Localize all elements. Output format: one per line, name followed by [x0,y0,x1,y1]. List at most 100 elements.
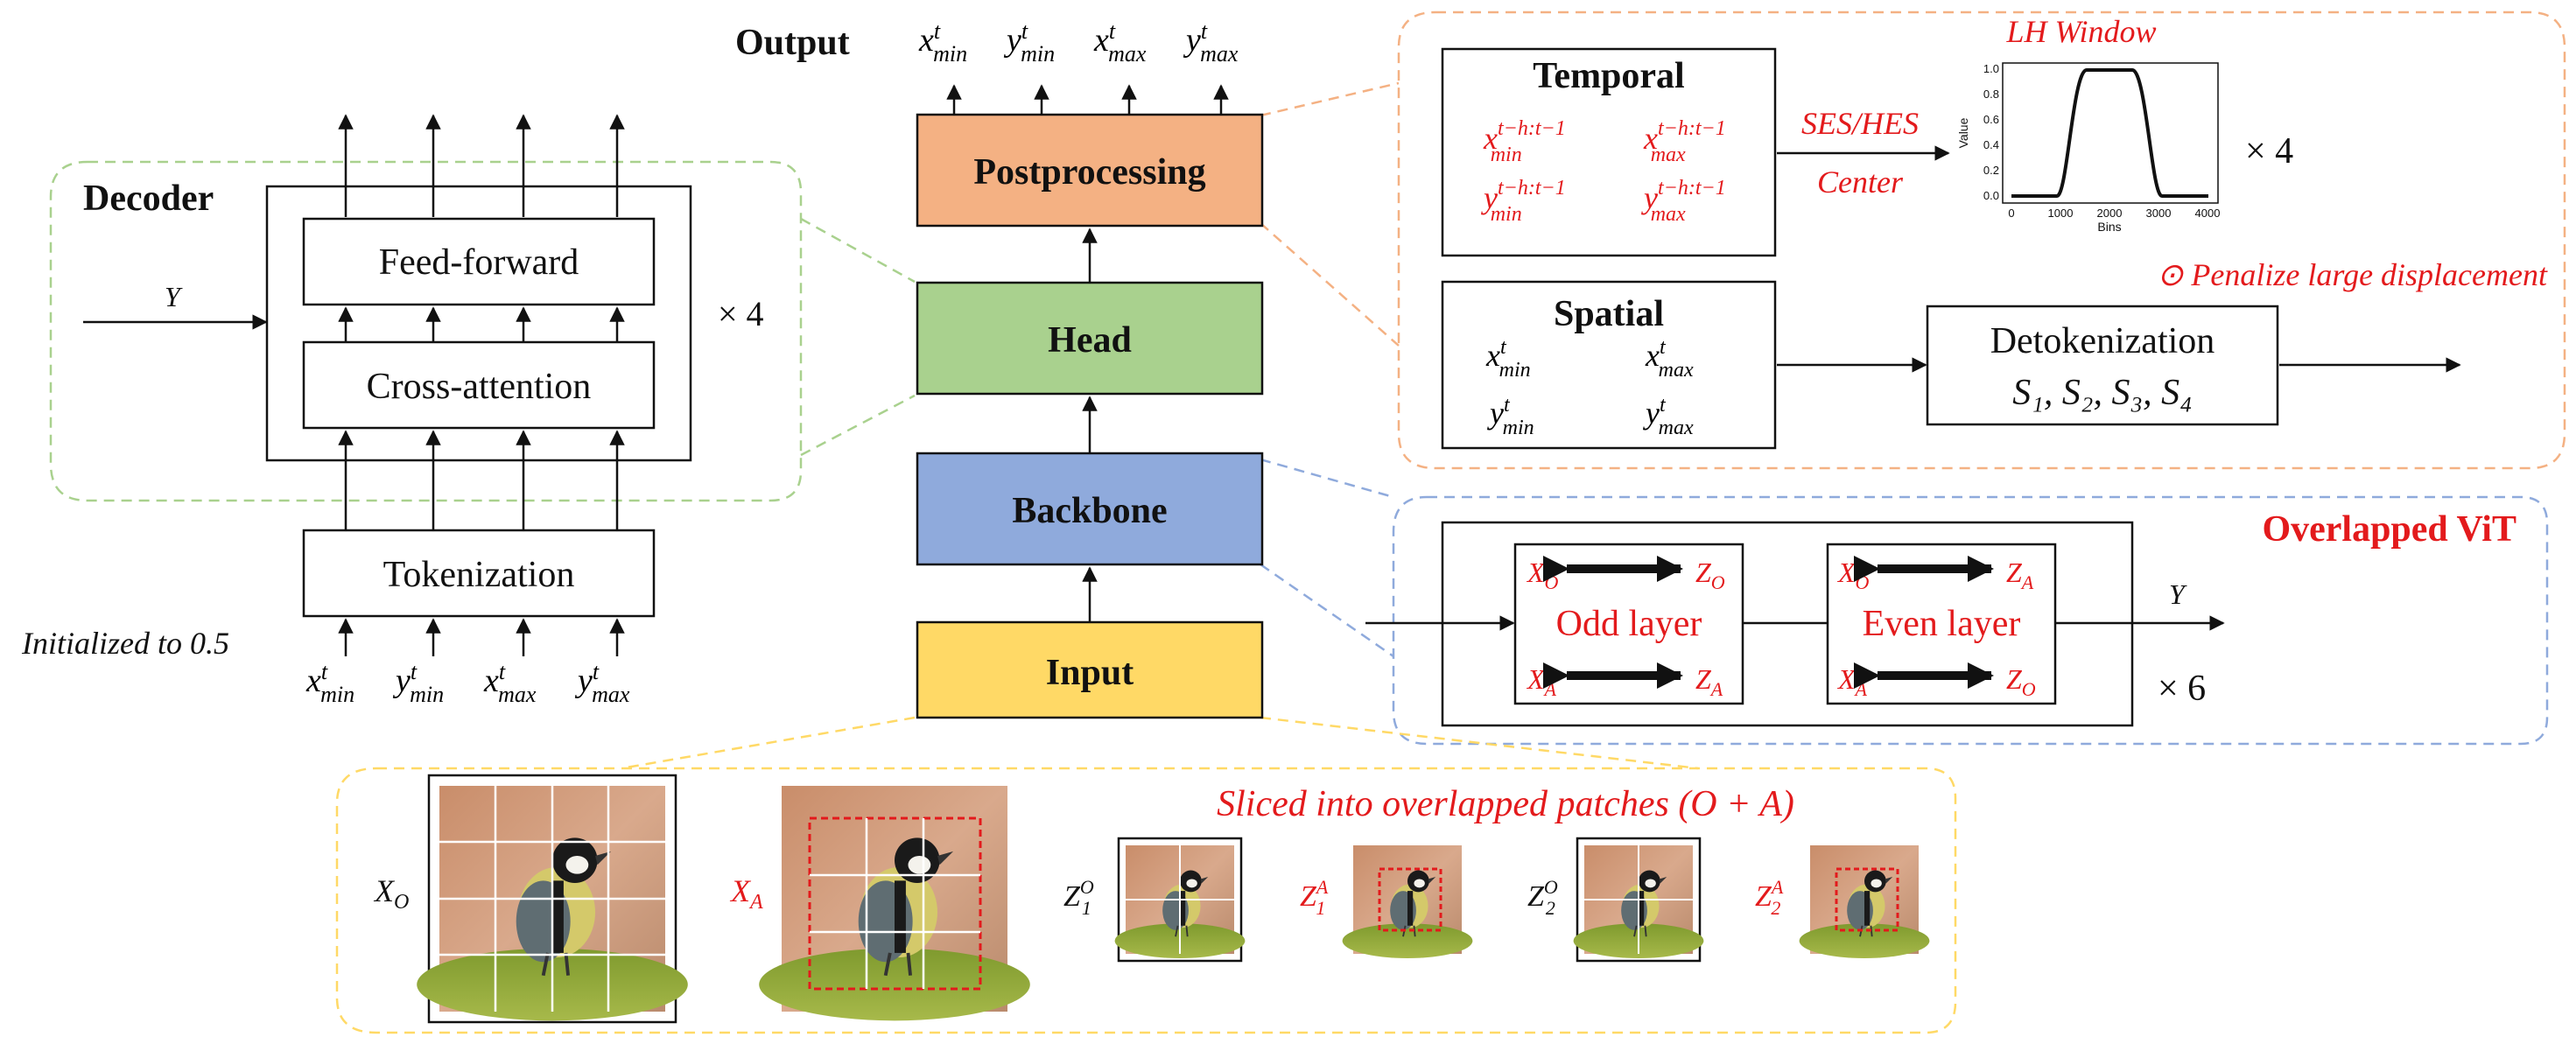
cross-attention-label: Cross-attention [367,367,592,407]
vit-connector-bottom [1260,563,1394,658]
init-note: Initialized to 0.5 [21,626,229,661]
patch-image-xo [415,774,690,1024]
temporal-title: Temporal [1533,56,1684,96]
postprocessing-block: Postprocessing [916,113,1264,228]
svg-text:0.2: 0.2 [1983,164,1999,177]
decoder-connector-bottom [800,394,916,457]
penalize-note: ⊙ Penalize large displacement [2157,257,2548,292]
ses-hes-label: SES/HES [1801,106,1919,141]
decoder-title: Decoder [83,179,214,219]
svg-text:ZA: ZA [2006,557,2034,593]
lh-window-chart: 0.0 0.2 0.4 0.6 0.8 1.0 0 1000 2000 3000… [1956,62,2220,234]
patch-label-xo: XO [373,873,409,914]
detokenization-box [1926,305,2279,426]
head-label: Head [1048,320,1132,361]
svg-text:0: 0 [2008,207,2014,220]
vit-dashed-frame [1392,495,2549,746]
svg-text:ZO: ZO [1695,557,1725,593]
input-dashed-frame [335,767,1957,1034]
decoder-dashed-frame [49,160,803,502]
decoder-top-arrows [338,114,625,217]
svg-text:ZO: ZO [2006,663,2036,700]
patch-image-z1a [1341,844,1474,959]
even-layer: XO ZA Even layer XA ZO [1826,543,2057,705]
center-label: Center [1817,165,1904,200]
output-arrows [946,84,1229,114]
even-layer-label: Even layer [1863,604,2021,644]
post-connector-top [1260,81,1400,117]
lh-window-title: LH Window [2005,14,2156,49]
cross-attention-block: Cross-attention [302,340,656,430]
lh-xticks: 0 1000 2000 3000 4000 [2008,207,2220,220]
input-block: Input [916,620,1264,719]
patch-label-xa: XA [729,873,763,914]
post-connector-bottom [1260,222,1400,347]
temporal-repeat: × 4 [2245,131,2293,172]
lh-window-curve [2011,68,2208,198]
svg-text:1000: 1000 [2048,207,2074,220]
patch-image-z2o [1572,837,1705,963]
svg-text:0.6: 0.6 [1983,113,1999,126]
svg-text:3000: 3000 [2146,207,2172,220]
output-label: Output [735,23,850,63]
input-connector-left [621,716,916,770]
patch-image-xa [757,784,1032,1023]
decoder-repeat: × 4 [718,294,764,333]
vit-output-label: Y [2169,578,2187,610]
odd-layer: XO ZO Odd layer XA ZA [1513,543,1744,705]
spatial-box [1441,280,1777,450]
cross-to-ff-arrows [338,306,625,341]
vit-connector-top [1260,458,1394,499]
spatial-title: Spatial [1554,294,1664,334]
postprocessing-dashed-frame [1397,11,2566,470]
decoder-query-label: Y [165,281,183,312]
svg-text:0.4: 0.4 [1983,138,1999,151]
lh-yticks: 0.0 0.2 0.4 0.6 0.8 1.0 [1983,62,1999,202]
temporal-box [1441,47,1777,257]
token-to-cross-arrows [338,430,625,529]
svg-text:4000: 4000 [2195,207,2221,220]
input-to-token-arrows [338,618,625,656]
feed-forward-block: Feed-forward [302,217,656,306]
detokenization-formula: S₁, S₂, S₃, S₄ [2012,373,2192,413]
detokenization-title: Detokenization [1990,321,2215,361]
postprocessing-label: Postprocessing [973,152,1205,193]
feed-forward-label: Feed-forward [379,242,579,283]
lh-ylabel: Value [1956,117,1970,148]
svg-text:0.8: 0.8 [1983,88,1999,101]
patches-title: Sliced into overlapped patches (O + A) [1217,784,1794,824]
backbone-label: Backbone [1012,491,1167,531]
tokenization-block: Tokenization [302,529,656,618]
lh-window-axes [2002,62,2219,204]
backbone-block: Backbone [916,452,1264,566]
svg-text:1.0: 1.0 [1983,62,1999,75]
svg-text:ZA: ZA [1695,663,1723,700]
input-label: Input [1046,653,1134,693]
overlapped-vit-title: Overlapped ViT [2262,509,2516,550]
patch-image-z2a [1798,844,1931,959]
lh-xlabel: Bins [2097,220,2121,234]
decoder-connector-top [800,217,916,284]
